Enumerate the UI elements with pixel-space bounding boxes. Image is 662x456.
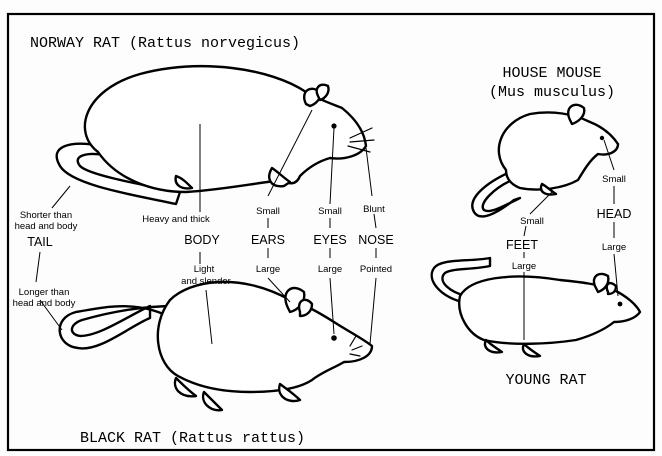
body-feature-label: BODY xyxy=(184,233,220,247)
house-mouse-title: HOUSE MOUSE xyxy=(502,65,601,82)
head-young-label: Large xyxy=(602,242,626,253)
body-black-label-line1: Light xyxy=(194,264,215,275)
young-rat-title: YOUNG RAT xyxy=(505,372,586,389)
norway-rat-title: NORWAY RAT (Rattus norvegicus) xyxy=(30,35,300,52)
body-black-label-line2: and slender xyxy=(181,276,231,287)
head-mouse-label: Small xyxy=(602,174,626,185)
feet-mouse-label: Small xyxy=(520,216,544,227)
nose-feature-label: NOSE xyxy=(358,233,393,247)
feet-feature-label: FEET xyxy=(506,238,538,252)
tail-black-label-line1: Longer than xyxy=(19,287,70,298)
eyes-norway-label: Small xyxy=(318,206,342,217)
ears-black-label: Large xyxy=(256,264,280,275)
black-rat-illustration xyxy=(60,282,372,410)
feet-young-label: Large xyxy=(512,261,536,272)
young-rat-illustration xyxy=(432,258,640,356)
body-norway-label: Heavy and thick xyxy=(142,214,210,225)
tail-norway-label-line2: head and body xyxy=(15,221,78,232)
nose-black-label: Pointed xyxy=(360,264,392,275)
ears-norway-label: Small xyxy=(256,206,280,217)
house-mouse-illustration xyxy=(472,105,618,217)
norway-rat-illustration xyxy=(57,66,374,204)
black-rat-title: BLACK RAT (Rattus rattus) xyxy=(80,430,305,447)
tail-feature-label: TAIL xyxy=(27,235,53,249)
tail-norway-label-line1: Shorter than xyxy=(20,210,72,221)
eyes-black-label: Large xyxy=(318,264,342,275)
nose-norway-label: Blunt xyxy=(363,204,385,215)
tail-black-label-line2: head and body xyxy=(13,298,76,309)
ears-feature-label: EARS xyxy=(251,233,285,247)
eyes-feature-label: EYES xyxy=(313,233,346,247)
head-feature-label: HEAD xyxy=(597,207,632,221)
house-mouse-subtitle: (Mus musculus) xyxy=(489,84,615,101)
